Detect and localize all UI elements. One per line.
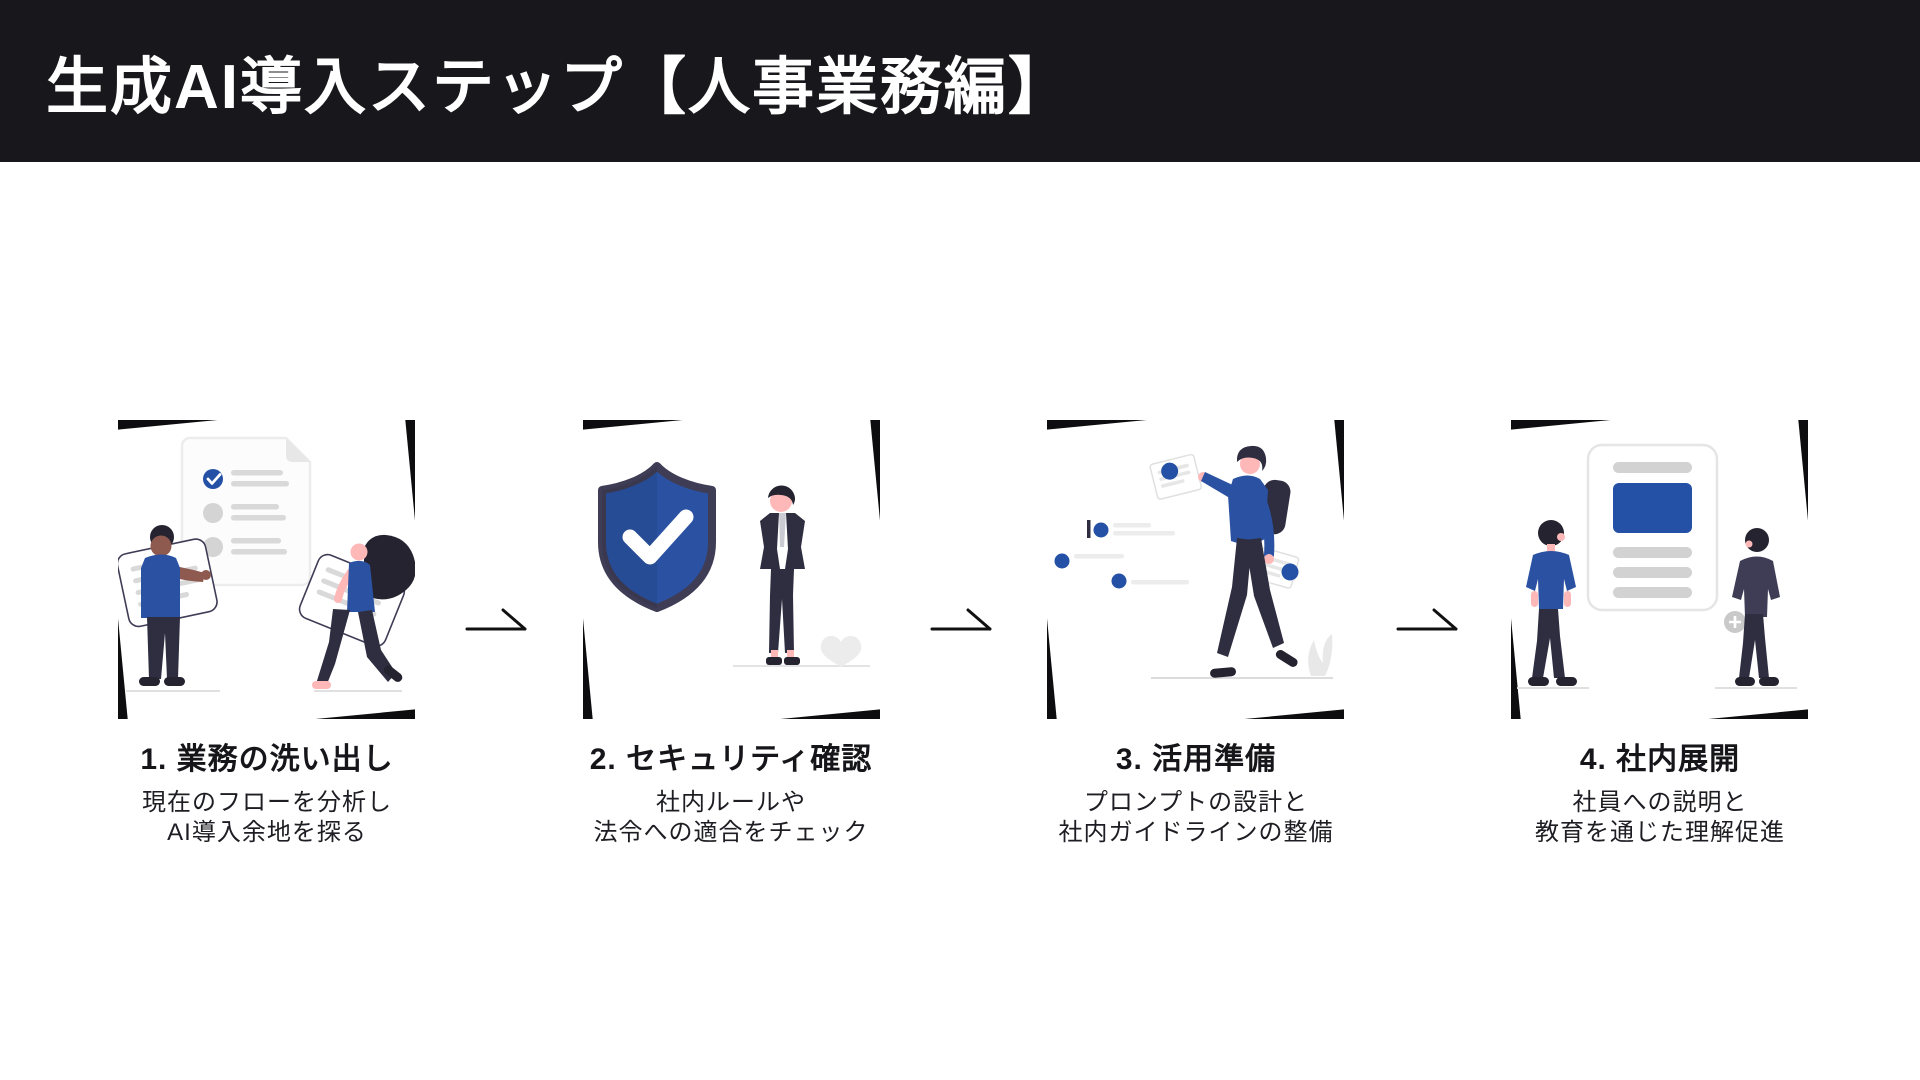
step3-panel xyxy=(1047,420,1344,719)
person-woman-holding-card xyxy=(312,534,415,692)
step3-description: プロンプトの設計と 社内ガイドラインの整備 xyxy=(976,788,1416,848)
presentation-image-block xyxy=(1613,483,1692,533)
step1-description: 現在のフローを分析し AI導入余地を探る xyxy=(47,788,487,848)
person-viewer-left xyxy=(1517,520,1589,689)
step2-title: 2. セキュリティ確認 xyxy=(589,743,873,776)
step4-panel xyxy=(1511,420,1808,719)
checkmark-icon xyxy=(622,509,694,565)
shield-check-icon xyxy=(598,462,716,612)
step3-desc-line2: 社内ガイドラインの整備 xyxy=(1058,819,1334,846)
checklist-document xyxy=(180,436,312,587)
floating-bullet-list xyxy=(1054,520,1189,589)
arrow-right-icon xyxy=(930,608,992,631)
presentation-card xyxy=(1586,443,1719,612)
step4-desc-line1: 社員への説明と xyxy=(1572,789,1748,816)
arrow-right-icon xyxy=(1396,608,1458,631)
checked-circle-icon xyxy=(203,469,223,489)
step4-title: 4. 社内展開 xyxy=(1579,743,1741,776)
step3-desc-line1: プロンプトの設計と xyxy=(1083,789,1309,816)
document-raised xyxy=(1149,453,1203,500)
step4-description: 社員への説明と 教育を通じた理解促進 xyxy=(1440,788,1880,848)
person-businessman xyxy=(733,485,870,667)
unchecked-circle-icon xyxy=(203,537,223,557)
step4-caption: 4. 社内展開 社員への説明と 教育を通じた理解促進 xyxy=(1440,741,1880,848)
person-walking-man xyxy=(1151,445,1333,679)
header-bar: 生成AI導入ステップ【人事業務編】 xyxy=(0,0,1920,162)
step1-title: 1. 業務の洗い出し xyxy=(140,743,394,776)
step1-panel xyxy=(118,420,415,719)
plant-icon xyxy=(1308,634,1333,676)
person-viewer-right xyxy=(1715,528,1797,689)
page-title: 生成AI導入ステップ【人事業務編】 xyxy=(46,53,1073,122)
step2-panel xyxy=(583,420,880,719)
checklist-illustration xyxy=(118,436,415,692)
step1-desc-line1: 現在のフローを分析し xyxy=(142,789,392,816)
step3-title: 3. 活用準備 xyxy=(1115,743,1277,776)
heart-icon xyxy=(820,635,862,667)
step2-caption: 2. セキュリティ確認 社内ルールや 法令への適合をチェック xyxy=(511,741,951,848)
step2-description: 社内ルールや 法令への適合をチェック xyxy=(511,788,951,848)
unchecked-circle-icon xyxy=(203,503,223,523)
arrow-right-icon xyxy=(465,608,527,631)
checkmark-icon xyxy=(206,473,222,485)
step1-desc-line2: AI導入余地を探る xyxy=(167,819,367,846)
step3-caption: 3. 活用準備 プロンプトの設計と 社内ガイドラインの整備 xyxy=(976,741,1416,848)
step4-desc-line2: 教育を通じた理解促進 xyxy=(1535,819,1785,846)
security-illustration xyxy=(598,462,870,667)
step2-desc-line1: 社内ルールや xyxy=(656,789,806,816)
person-man-pointing xyxy=(126,525,220,692)
step1-caption: 1. 業務の洗い出し 現在のフローを分析し AI導入余地を探る xyxy=(47,741,487,848)
preparation-illustration xyxy=(1054,445,1333,679)
rollout-illustration xyxy=(1517,443,1797,689)
step2-desc-line2: 法令への適合をチェック xyxy=(593,819,869,846)
